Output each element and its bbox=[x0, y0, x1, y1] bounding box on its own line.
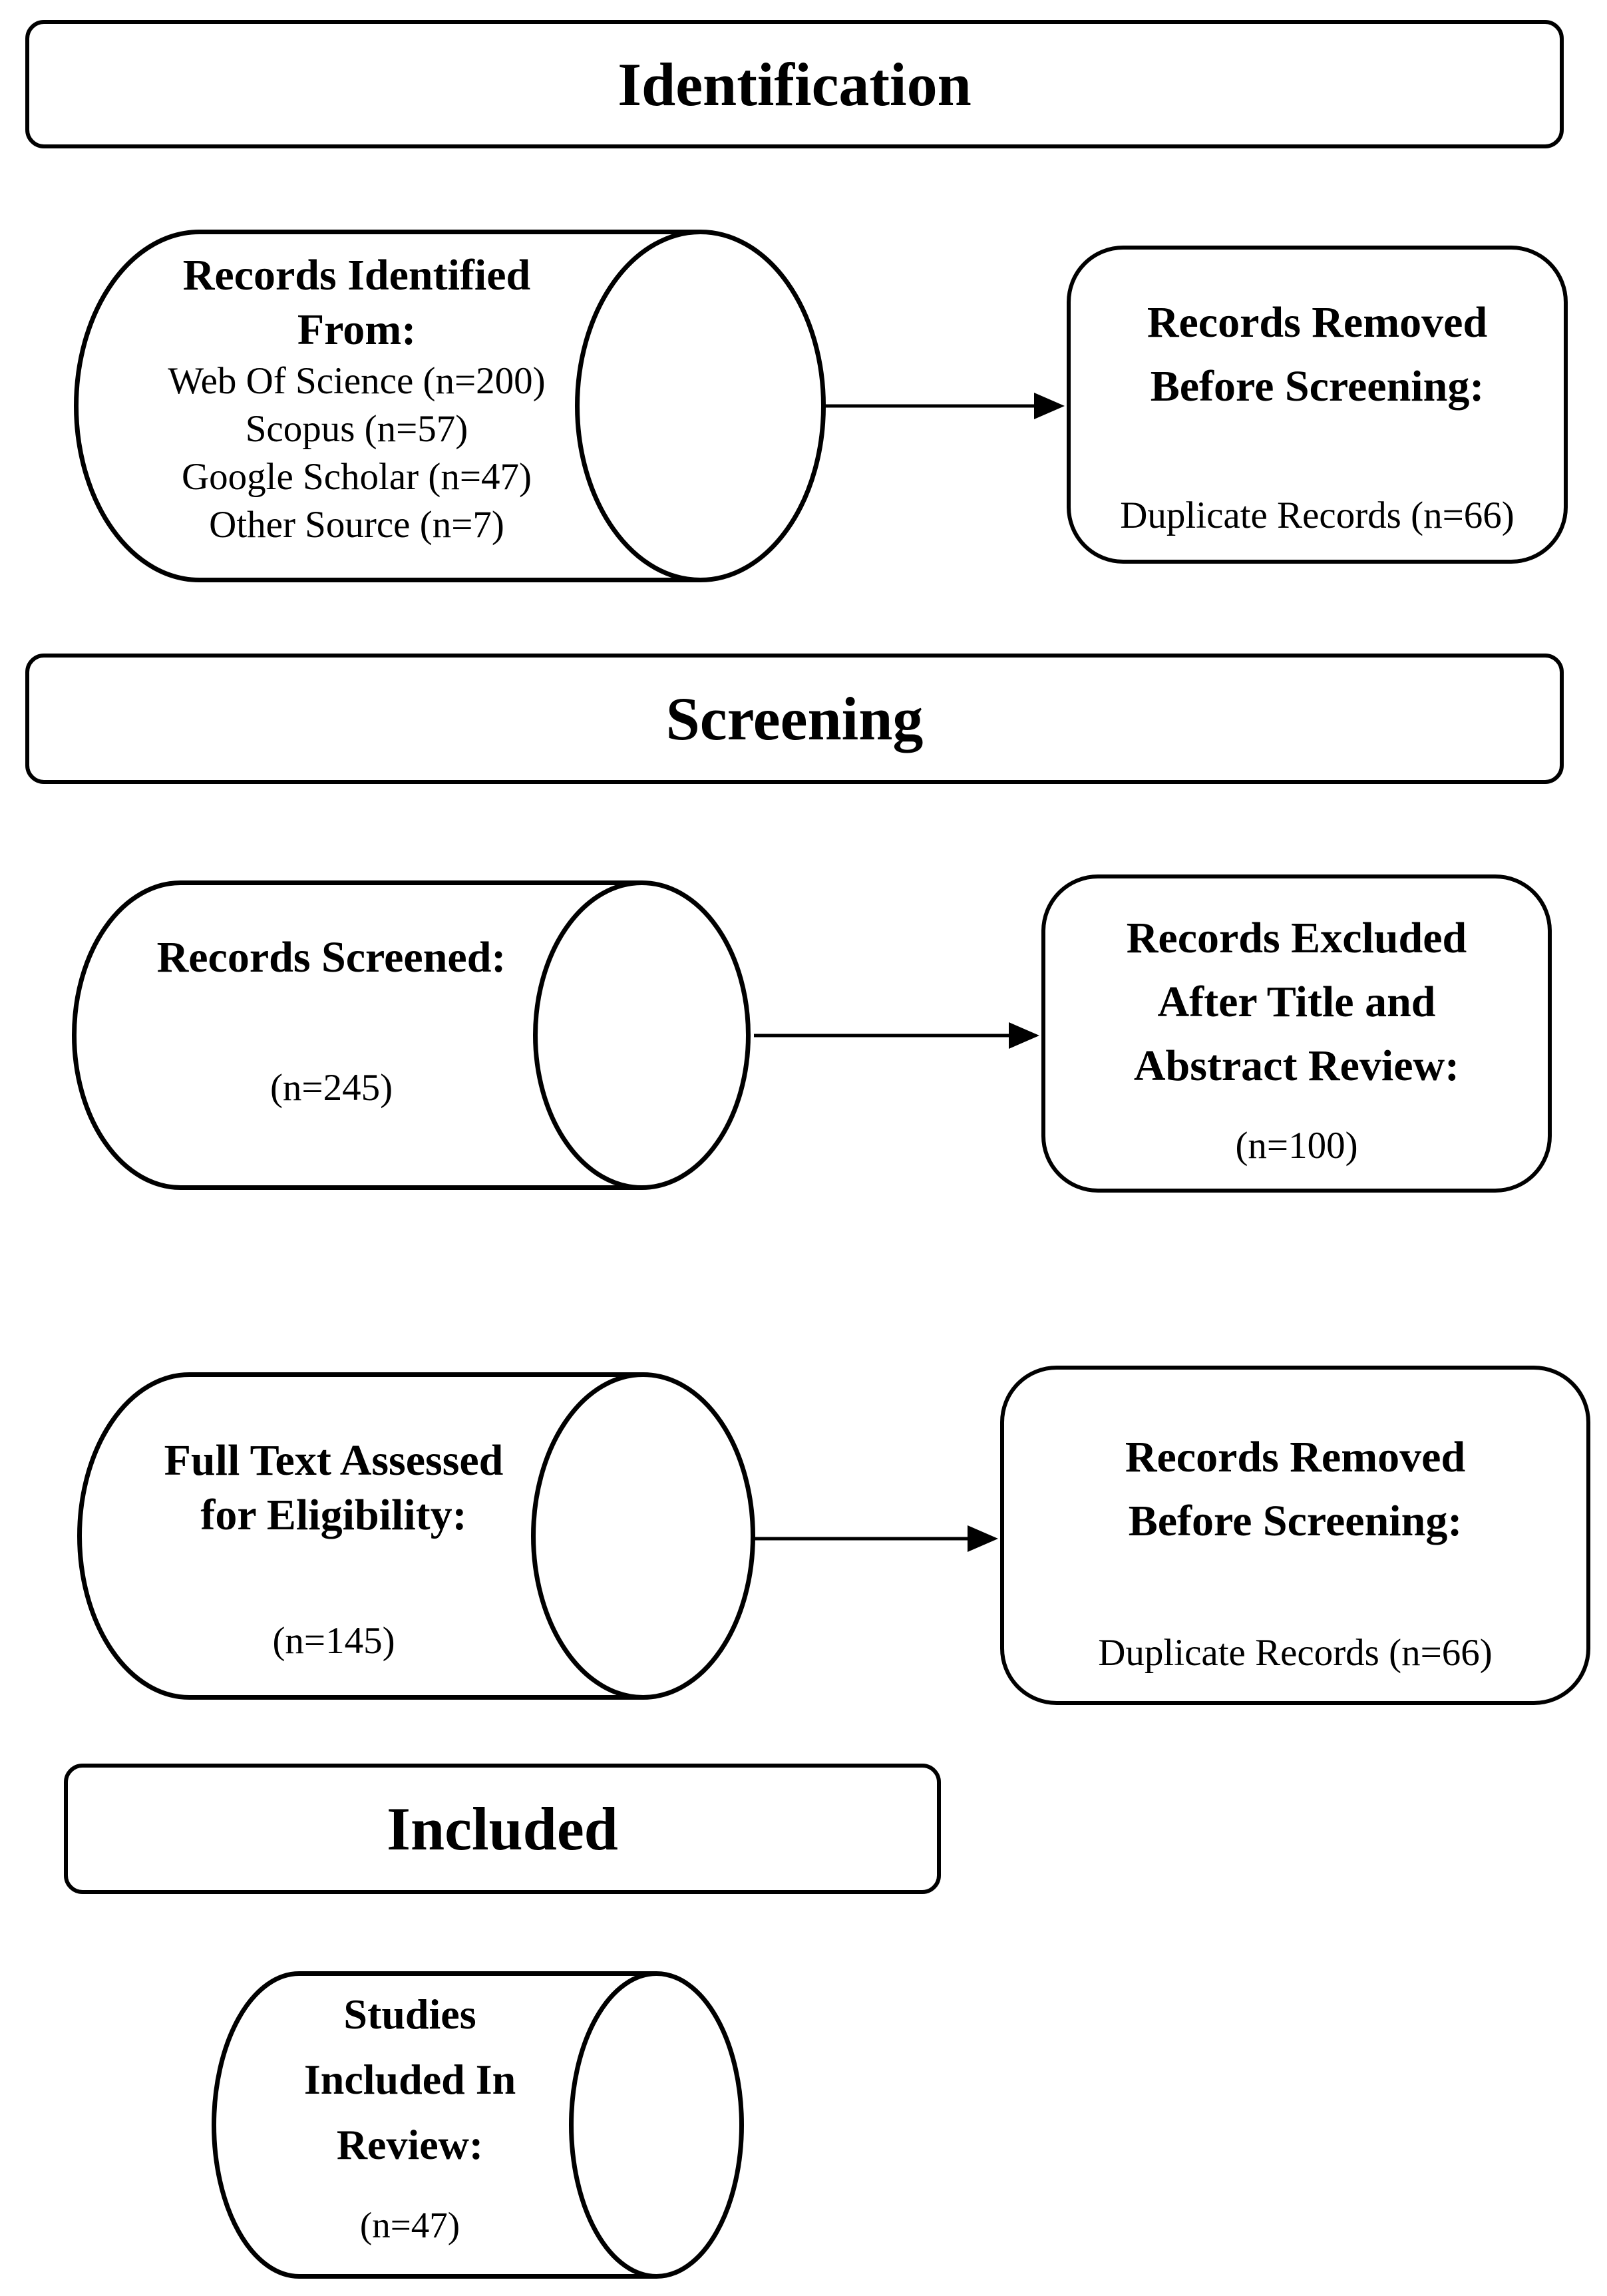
studies-included-text: Studies Included In Review: (n=47) bbox=[228, 1971, 592, 2249]
full-text-assessed-title-line2: for Eligibility: bbox=[200, 1491, 467, 1539]
records-identified-cylinder: Records Identified From: Web Of Science … bbox=[74, 230, 826, 582]
source-other: Other Source (n=7) bbox=[209, 504, 504, 546]
cylinder-icon bbox=[212, 1971, 744, 2279]
cylinder-icon bbox=[77, 1372, 755, 1700]
source-google-scholar: Google Scholar (n=47) bbox=[181, 456, 532, 498]
records-removed-bottom-title-line2: Before Screening: bbox=[1128, 1497, 1463, 1545]
records-removed-top-title-line1: Records Removed bbox=[1147, 298, 1488, 347]
included-header: Included bbox=[64, 1764, 941, 1894]
full-text-assessed-title-line1: Full Text Assessed bbox=[164, 1436, 504, 1485]
source-web-of-science: Web Of Science (n=200) bbox=[168, 360, 546, 402]
cylinder-icon bbox=[72, 880, 751, 1190]
source-scopus: Scopus (n=57) bbox=[245, 408, 468, 450]
records-removed-top-title-line2: Before Screening: bbox=[1150, 362, 1485, 411]
records-excluded-title-line3: Abstract Review: bbox=[1133, 1042, 1460, 1090]
screening-header-label: Screening bbox=[665, 685, 924, 753]
records-removed-bottom-box: Records Removed Before Screening: Duplic… bbox=[1000, 1366, 1590, 1705]
records-screened-cylinder: Records Screened: (n=245) bbox=[72, 880, 751, 1190]
screening-header: Screening bbox=[25, 654, 1564, 784]
included-header-label: Included bbox=[387, 1795, 618, 1863]
studies-included-title-line2: Included In bbox=[303, 2056, 516, 2103]
records-excluded-title-line1: Records Excluded bbox=[1126, 914, 1467, 962]
studies-included-title-line1: Studies bbox=[343, 1991, 476, 2038]
records-excluded-box: Records Excluded After Title and Abstrac… bbox=[1041, 874, 1552, 1193]
records-identified-text: Records Identified From: Web Of Science … bbox=[90, 230, 623, 549]
studies-included-count: (n=47) bbox=[359, 2205, 460, 2245]
records-removed-bottom-title-line1: Records Removed bbox=[1125, 1433, 1466, 1481]
records-removed-top-box: Records Removed Before Screening: Duplic… bbox=[1067, 246, 1568, 564]
records-screened-text: Records Screened: (n=245) bbox=[89, 880, 574, 1112]
cylinder-icon bbox=[74, 230, 826, 582]
records-removed-top-detail: Duplicate Records (n=66) bbox=[1120, 494, 1515, 536]
records-screened-title: Records Screened: bbox=[156, 933, 506, 982]
identification-header-label: Identification bbox=[618, 50, 972, 118]
full-text-assessed-text: Full Text Assessed for Eligibility: (n=1… bbox=[94, 1372, 574, 1665]
identification-header: Identification bbox=[25, 20, 1564, 148]
records-excluded-count: (n=100) bbox=[1235, 1125, 1358, 1167]
studies-included-cylinder: Studies Included In Review: (n=47) bbox=[212, 1971, 744, 2279]
arrow-right-icon bbox=[754, 1525, 998, 1552]
full-text-assessed-cylinder: Full Text Assessed for Eligibility: (n=1… bbox=[77, 1372, 755, 1700]
records-excluded-title-line2: After Title and bbox=[1157, 978, 1436, 1026]
records-removed-bottom-detail: Duplicate Records (n=66) bbox=[1098, 1632, 1493, 1674]
arrow-right-icon bbox=[754, 1022, 1039, 1049]
studies-included-title-line3: Review: bbox=[336, 2121, 484, 2168]
records-screened-count: (n=245) bbox=[269, 1067, 393, 1109]
arrow-right-icon bbox=[824, 393, 1065, 419]
records-identified-title-line2: From: bbox=[297, 305, 417, 354]
records-identified-title-line1: Records Identified bbox=[182, 251, 531, 299]
full-text-assessed-count: (n=145) bbox=[272, 1620, 395, 1662]
